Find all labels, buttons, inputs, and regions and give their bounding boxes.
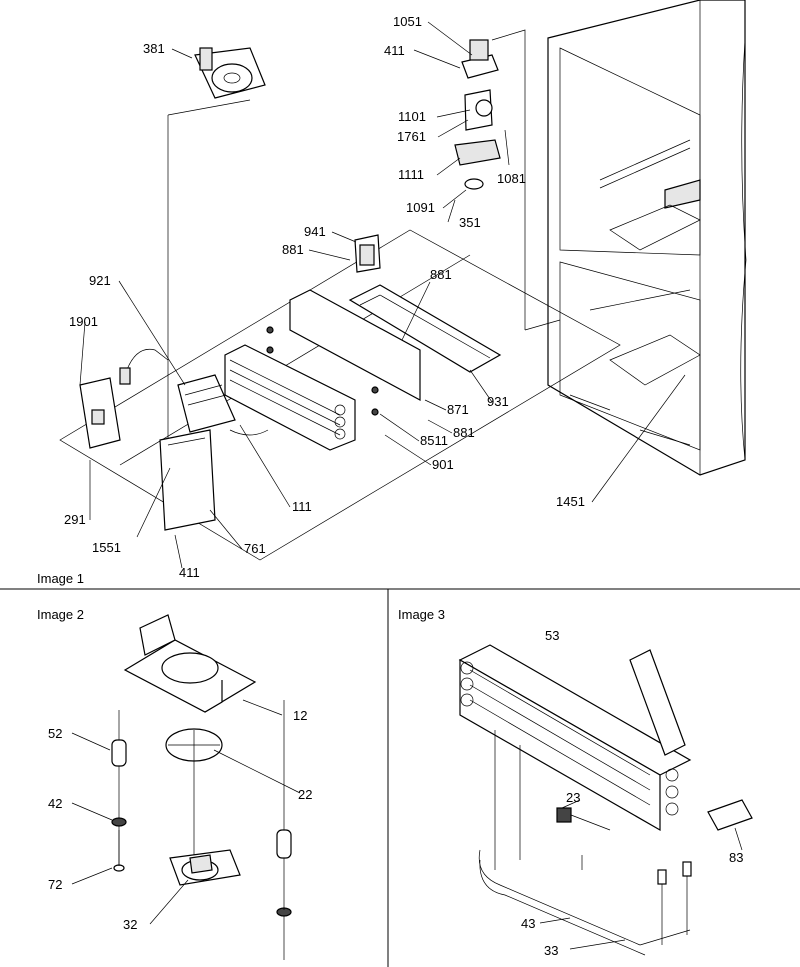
terminal-23 — [556, 807, 611, 870]
callout-761: 761 — [244, 541, 266, 556]
fan-motor-32 — [169, 849, 241, 886]
callout-12: 12 — [293, 708, 307, 723]
callout-871: 871 — [447, 402, 469, 417]
evaporator-53 — [458, 644, 692, 832]
callout-1761: 1761 — [397, 129, 426, 144]
callout-881-top: 881 — [282, 242, 304, 257]
callout-901: 901 — [432, 457, 454, 472]
wire-harness — [119, 348, 169, 385]
defrost-heater-43 — [478, 730, 691, 956]
callout-921: 921 — [89, 273, 111, 288]
callout-931: 931 — [487, 394, 509, 409]
callout-83: 83 — [729, 850, 743, 865]
callout-941: 941 — [304, 224, 326, 239]
panel-title-image-2: Image 2 — [37, 607, 84, 622]
callout-411-top: 411 — [384, 43, 405, 58]
callout-32: 32 — [123, 917, 137, 932]
callout-351: 351 — [459, 215, 481, 230]
bracket-941 — [354, 234, 381, 273]
callout-411-bottom: 411 — [179, 565, 200, 580]
fan-blade-22 — [165, 728, 223, 860]
callout-1111: 1111 — [398, 167, 424, 182]
callout-1081: 1081 — [497, 171, 526, 186]
callout-1051: 1051 — [393, 14, 422, 29]
evaporator-cover-931 — [348, 284, 502, 373]
callout-52: 52 — [48, 726, 62, 741]
callout-1551: 1551 — [92, 540, 121, 555]
control-assembly — [454, 29, 561, 331]
callouts-image-3: 53 23 83 43 33 — [521, 628, 743, 958]
image-2-drawing — [111, 614, 292, 960]
panel-291 — [79, 377, 121, 449]
callout-111: 111 — [292, 499, 312, 514]
callout-1451: 1451 — [556, 494, 585, 509]
panel-title-image-3: Image 3 — [398, 607, 445, 622]
callout-22: 22 — [298, 787, 312, 802]
callout-881-mid: 881 — [430, 267, 452, 282]
leader-lines — [71, 21, 743, 950]
callout-1091: 1091 — [406, 200, 435, 215]
fan-shroud-921 — [177, 374, 269, 436]
callout-53: 53 — [545, 628, 559, 643]
evaporator-coil-111 — [224, 344, 356, 451]
image-3-drawing — [458, 644, 753, 956]
accumulator-tube — [629, 649, 686, 756]
callouts-image-2: 12 52 22 42 72 32 — [48, 708, 312, 932]
rear-panel-871 — [266, 289, 421, 416]
panel-title-image-1: Image 1 — [37, 571, 84, 586]
refrigerator-cabinet — [547, 0, 747, 476]
callout-1101: 1101 — [398, 109, 426, 124]
fan-bracket-12 — [123, 614, 257, 713]
cover-83 — [707, 799, 753, 831]
grommet-52 — [111, 710, 127, 820]
callout-291: 291 — [64, 512, 86, 527]
callout-1901: 1901 — [69, 314, 98, 329]
callout-42: 42 — [48, 796, 62, 811]
panel-dividers — [0, 588, 800, 967]
callout-33: 33 — [544, 943, 558, 958]
connectors — [657, 861, 692, 945]
callout-381: 381 — [143, 41, 165, 56]
panel-761 — [159, 429, 216, 531]
callouts-image-1: 381 1051 411 1101 1761 1111 1081 1091 35… — [64, 14, 585, 580]
screw-72 — [113, 830, 125, 872]
callout-23: 23 — [566, 790, 580, 805]
callout-8511: 8511 — [420, 433, 448, 448]
callout-881-low: 881 — [453, 425, 475, 440]
image-1-drawing — [59, 0, 747, 561]
callout-72: 72 — [48, 877, 62, 892]
grommet-right — [276, 700, 292, 960]
callout-43: 43 — [521, 916, 535, 931]
